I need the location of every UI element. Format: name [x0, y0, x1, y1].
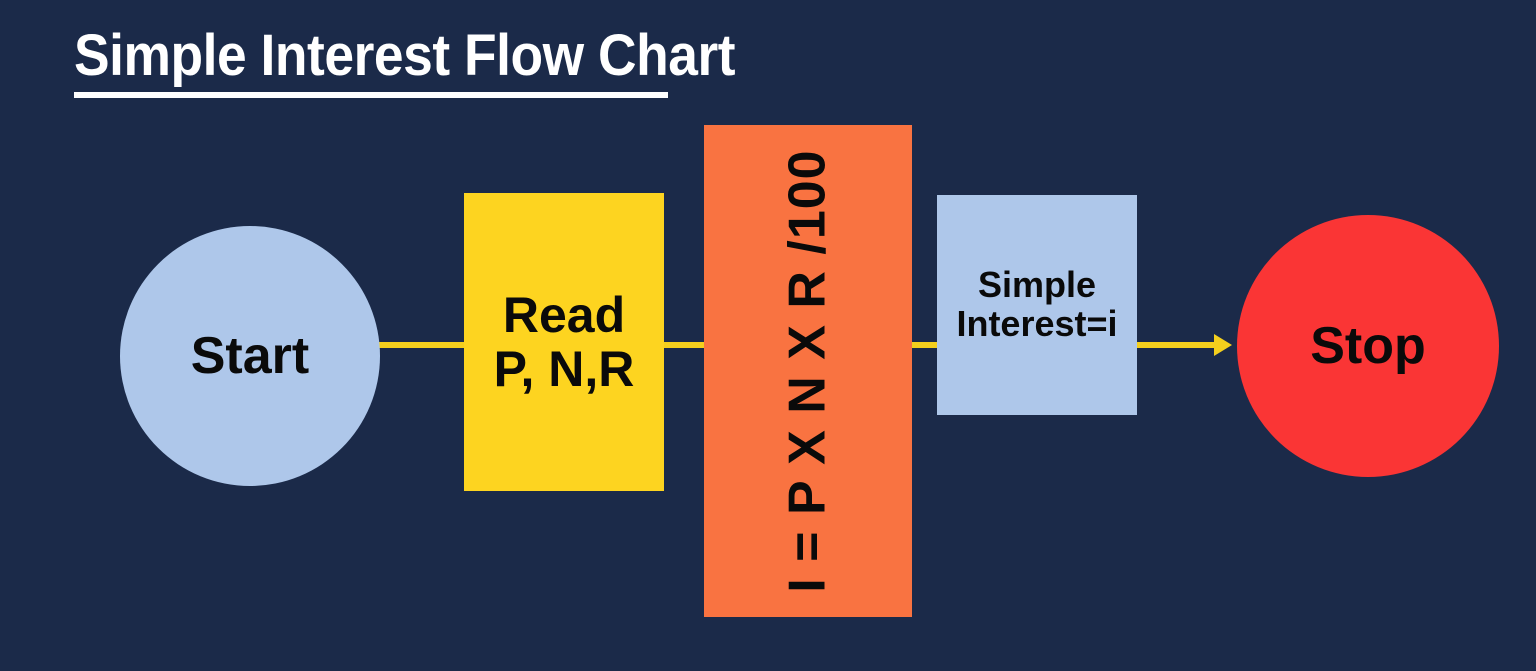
arrowhead-icon [1214, 334, 1232, 356]
node-start-label: Start [190, 326, 310, 385]
node-read-label-line2: P, N,R [493, 341, 635, 397]
node-stop[interactable]: Stop [1237, 215, 1499, 477]
page-title: Simple Interest Flow Chart [74, 23, 736, 88]
page-title-underline [74, 92, 668, 98]
node-read-label-line1: Read [502, 287, 626, 343]
connector-formula-to-result [910, 342, 939, 348]
connector-read-to-formula [662, 342, 706, 348]
node-result-label-line1: Simple [977, 264, 1097, 306]
node-formula[interactable]: I = P X N X R /100 [704, 125, 912, 617]
connector-start-to-read [378, 342, 466, 348]
node-start[interactable]: Start [120, 226, 380, 486]
node-read-inputs[interactable]: Read P, N,R [464, 193, 664, 491]
node-result-label-line2: Interest=i [956, 303, 1118, 344]
node-stop-label: Stop [1310, 316, 1426, 375]
node-formula-label: I = P X N X R /100 [778, 149, 837, 593]
connector-result-to-stop [1135, 342, 1220, 348]
node-simple-interest-result[interactable]: Simple Interest=i [937, 195, 1137, 415]
